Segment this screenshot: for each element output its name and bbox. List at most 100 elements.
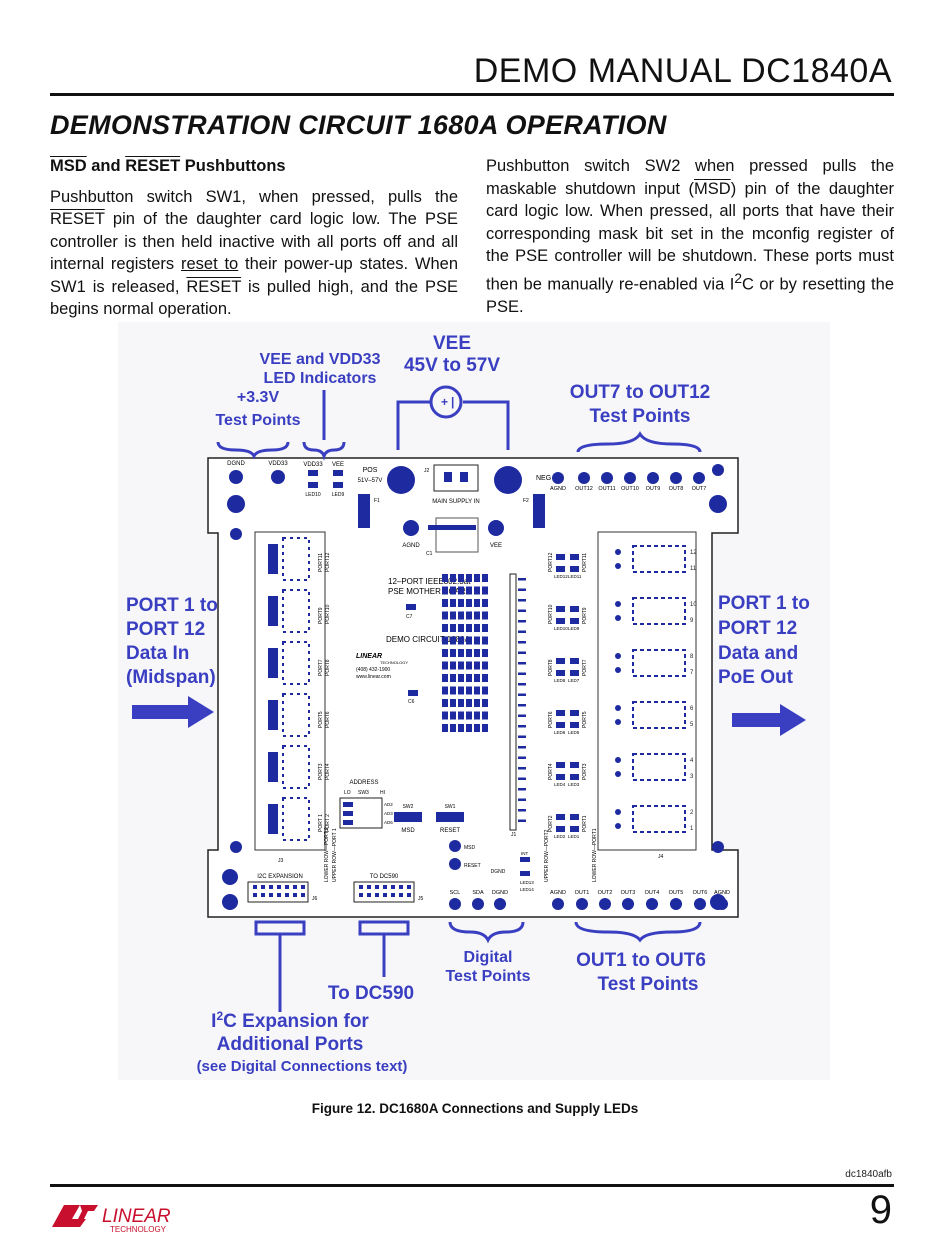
component xyxy=(450,624,456,632)
footer-rule xyxy=(50,1184,894,1187)
header-pin xyxy=(518,672,526,675)
port-led xyxy=(570,826,579,832)
logo-subtext: TECHNOLOGY xyxy=(110,1225,167,1234)
header-pin xyxy=(277,885,281,889)
callout-port-in-1: PORT 1 to xyxy=(126,595,218,616)
left-jack xyxy=(268,648,278,678)
component xyxy=(482,711,488,720)
left-jack xyxy=(268,804,278,834)
component xyxy=(442,574,448,582)
vee-supply-symbol xyxy=(429,385,463,419)
header-pin xyxy=(285,893,289,897)
lt-logo-icon: LINEAR TECHNOLOGY xyxy=(52,1205,171,1234)
component xyxy=(474,649,480,657)
left-port-label: PORT 2 xyxy=(325,814,331,832)
right-num: 4 xyxy=(690,758,694,764)
port-led-id: LED8 xyxy=(554,678,566,683)
bottom-tp-label: AGND xyxy=(714,890,730,896)
header-pin xyxy=(518,620,526,623)
i2c-expansion-header[interactable] xyxy=(247,881,309,903)
component xyxy=(482,661,488,670)
port-led-id: LED9 xyxy=(568,626,580,631)
callout-vee-vdd33-2: LED Indicators xyxy=(264,370,377,387)
component xyxy=(466,599,472,607)
right-port-label: PORT4 xyxy=(548,763,554,780)
tp-label-vdd33: VDD33 xyxy=(268,461,288,467)
address-switch[interactable] xyxy=(339,797,383,829)
vee-leader-left xyxy=(396,400,430,450)
top-left-test-points: DGND VDD33 xyxy=(227,461,288,484)
j6-label: J6 xyxy=(312,896,318,902)
capacitor-plate xyxy=(428,525,476,530)
brace-33v xyxy=(216,441,290,460)
test-point-dgnd xyxy=(229,470,243,484)
port-led xyxy=(570,814,579,820)
p1-text-b: pin of the daughter card logic low. The … xyxy=(50,210,458,273)
header-pin xyxy=(375,893,379,897)
reset-pushbutton[interactable] xyxy=(436,812,464,822)
right-pin xyxy=(615,771,621,777)
mounting-hole xyxy=(712,841,724,853)
top-right-test-points: AGND OUT12 OUT11 OUT10 OUT9 OUT8 OUT7 xyxy=(550,472,706,492)
component xyxy=(442,624,448,632)
header-pin xyxy=(518,609,526,612)
port-led xyxy=(570,606,579,612)
left-port-label: PORT 1 xyxy=(318,814,324,832)
component xyxy=(458,674,464,682)
led-vee-2 xyxy=(333,482,343,488)
component xyxy=(466,611,472,620)
callout-i2c-a: I xyxy=(211,1011,216,1032)
tp-out8 xyxy=(670,472,682,484)
bottom-tp-label: SCL xyxy=(450,890,461,896)
p2-text-b: ) pin of the daughter card logic low. Wh… xyxy=(486,179,895,294)
component xyxy=(458,586,464,595)
bottom-test-point xyxy=(622,898,634,910)
sw2-label: SW2 xyxy=(403,804,414,810)
p2-sup: 2 xyxy=(734,270,742,286)
port-led-id: LED7 xyxy=(568,678,580,683)
lt-logo-mark-t xyxy=(74,1205,98,1227)
vertical-header xyxy=(509,573,526,831)
right-num: 11 xyxy=(690,566,697,572)
callouts: VEE and VDD33 LED Indicators +3.3V Test … xyxy=(126,333,810,1075)
component xyxy=(482,699,488,707)
logo-text: LINEAR xyxy=(102,1206,171,1227)
tp-label: OUT11 xyxy=(598,486,615,492)
right-column: Pushbutton switch SW2 when pressed pulls… xyxy=(486,155,894,318)
linear-technology-logo: LINEAR TECHNOLOGY xyxy=(50,1197,190,1235)
header-rule xyxy=(50,93,894,96)
j5-label: J5 xyxy=(418,896,424,902)
reset-tp-label: RESET xyxy=(464,863,481,869)
callout-port-out-4: PoE Out xyxy=(718,667,794,688)
component xyxy=(450,724,456,732)
dc590-header[interactable] xyxy=(353,881,415,903)
component xyxy=(474,724,480,732)
right-pin xyxy=(615,809,621,815)
component xyxy=(482,611,488,620)
header-pin xyxy=(518,725,526,728)
fuse-f1 xyxy=(358,494,370,528)
component xyxy=(474,586,480,595)
port-led xyxy=(556,774,565,780)
component xyxy=(442,636,448,645)
callout-out1-6-2: Test Points xyxy=(598,974,699,995)
header-pin xyxy=(518,578,526,581)
j4-label: J4 xyxy=(658,854,664,860)
right-pin-block xyxy=(632,597,686,625)
port-led-id: LED4 xyxy=(554,782,566,787)
msd-pushbutton[interactable] xyxy=(394,812,422,822)
dc590-header-label: TO DC590 xyxy=(370,874,399,880)
port-led xyxy=(556,566,565,572)
callout-lines xyxy=(216,385,702,1012)
header-pin xyxy=(293,885,297,889)
mounting-hole xyxy=(222,894,238,910)
component xyxy=(442,686,448,695)
int-label: INT xyxy=(521,851,529,856)
port-led-id: LED10 xyxy=(554,626,568,631)
right-pin-block xyxy=(632,805,686,833)
right-port-label: PORT9 xyxy=(582,607,588,624)
tp-label: AGND xyxy=(550,486,566,492)
board-url: www.linear.com xyxy=(356,674,391,680)
component xyxy=(482,636,488,645)
brace-digital xyxy=(448,921,525,944)
